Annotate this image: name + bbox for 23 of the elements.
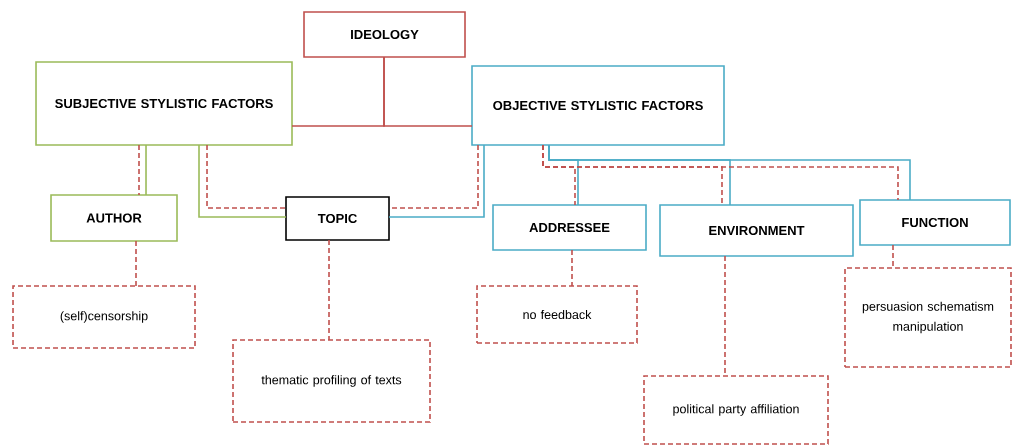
connector-line [328, 239, 330, 341]
connector-line [135, 240, 137, 287]
note-box: persuasion schematism manipulation [844, 267, 1012, 368]
factor-box: ADDRESSEE [492, 204, 647, 251]
connector-line [198, 144, 287, 218]
note-box: no feedback [476, 285, 638, 344]
connector-line [138, 144, 140, 196]
factor-box: AUTHOR [50, 194, 178, 242]
factor-box: TOPIC [285, 196, 390, 241]
connector-line [383, 56, 473, 127]
note-box: (self)censorship [12, 285, 196, 349]
note-box: thematic profiling of texts [232, 339, 431, 423]
concept-box: SUBJECTIVE STYLISTIC FACTORS [35, 61, 293, 146]
concept-box: IDEOLOGY [303, 11, 466, 58]
connector-line [206, 144, 287, 209]
note-box: political party affiliation [643, 375, 829, 445]
connector-line [892, 244, 894, 269]
connector-line [145, 144, 147, 196]
concept-box: OBJECTIVE STYLISTIC FACTORS [471, 65, 725, 146]
connector-line [388, 144, 485, 218]
connector-line [571, 249, 573, 287]
factor-box: ENVIRONMENT [659, 204, 854, 257]
factor-box: FUNCTION [859, 199, 1011, 246]
